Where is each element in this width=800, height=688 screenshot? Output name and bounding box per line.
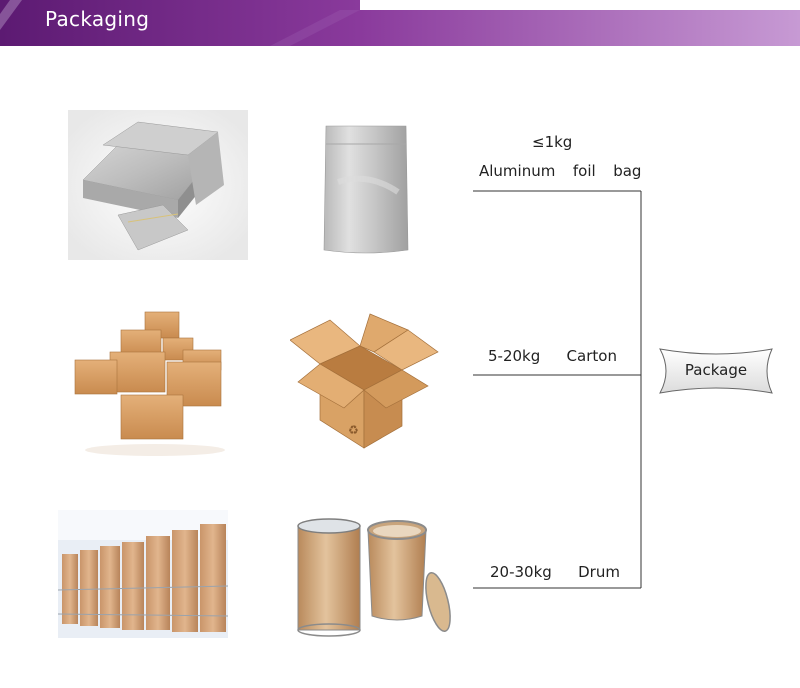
- option-label-carton: 5-20kg Carton: [488, 347, 617, 365]
- fiber-drum-image: [297, 518, 451, 637]
- option-weight-foil: ≤1kg: [532, 133, 573, 151]
- open-carton-box-image: ♻: [290, 313, 439, 449]
- package-badge-label: Package: [684, 361, 748, 379]
- foil-pouch-image: [323, 125, 409, 254]
- option-label-drum: 20-30kg Drum: [490, 563, 620, 581]
- package-badge-shape: [659, 348, 773, 394]
- warehouse-drums-image: [58, 510, 228, 638]
- header-background: [0, 0, 800, 46]
- page-title: Packaging: [45, 7, 150, 31]
- carton-boxes-pile-image: [74, 311, 225, 456]
- svg-text:♻: ♻: [348, 423, 359, 437]
- foil-bags-stack-image: [68, 110, 248, 260]
- option-label-foil: Aluminum foil bag: [479, 162, 642, 180]
- header-banner: Packaging: [0, 0, 800, 46]
